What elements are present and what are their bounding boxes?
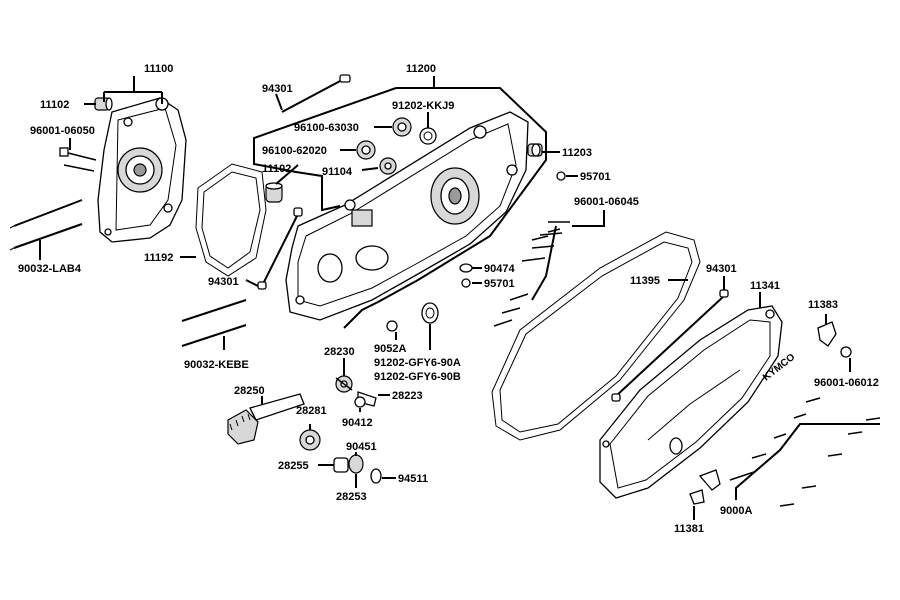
bearing-96100-62020 — [356, 140, 376, 160]
label-96001-06050: 96001-06050 — [30, 125, 95, 137]
leader-lines — [39, 76, 880, 520]
cover-bolts-9000a — [729, 397, 881, 507]
bushing-28255 — [333, 457, 349, 473]
circlip-94511 — [370, 468, 382, 484]
label-91104: 91104 — [322, 166, 353, 178]
label-96100-62020: 96100-62020 — [262, 145, 327, 157]
label-11203: 11203 — [562, 147, 592, 159]
label-90412: 90412 — [342, 417, 373, 429]
seal-28281 — [299, 429, 321, 451]
left-crankcase-half — [97, 97, 187, 243]
label-28255: 28255 — [278, 460, 309, 472]
label-94301-c: 94301 — [706, 263, 737, 275]
stud-bolts-90032-kebe — [181, 299, 247, 347]
oil-seal-91202-gfy6 — [421, 302, 439, 324]
dowel-pin-11102 — [94, 97, 113, 111]
label-28230: 28230 — [324, 346, 355, 358]
washer-90474 — [459, 263, 473, 273]
label-11383: 11383 — [808, 299, 838, 311]
bushing-11203 — [527, 143, 543, 157]
label-9000a: 9000A — [720, 505, 752, 517]
label-11381: 11381 — [674, 523, 704, 535]
label-11102-b: 11102 — [262, 163, 291, 175]
label-11395: 11395 — [630, 275, 660, 287]
bearing-91104 — [379, 157, 397, 175]
pin-94301-c — [611, 289, 729, 402]
label-11100: 11100 — [144, 63, 173, 75]
washer-90451 — [348, 454, 364, 474]
label-11102-a: 11102 — [40, 99, 69, 111]
label-96001-06045: 96001-06045 — [574, 196, 639, 208]
bolts-96001-06045 — [493, 221, 570, 327]
clip-11383 — [817, 321, 837, 347]
label-9052a: 9052A — [374, 343, 406, 355]
washer-90412 — [354, 396, 366, 408]
label-91202-gfy6-90a: 91202-GFY6-90A — [374, 357, 461, 369]
gasket-11192 — [195, 163, 267, 277]
bolt-95701-b — [461, 278, 471, 288]
label-28281: 28281 — [296, 405, 327, 417]
part-labels: 11100 11102 96001-06050 90032-LAB4 94301… — [18, 63, 879, 535]
label-94301-a: 94301 — [262, 83, 293, 95]
bearing-96100-63030 — [392, 117, 412, 137]
label-95701-b: 95701 — [484, 278, 515, 290]
label-28250: 28250 — [234, 385, 265, 397]
label-90451: 90451 — [346, 441, 377, 453]
dowel-11102-b — [265, 182, 283, 203]
label-94511: 94511 — [398, 473, 428, 485]
pin-94301-b — [257, 207, 303, 290]
bolt-96001-06012 — [840, 346, 852, 358]
clutch-cover-11341: KYMCO — [599, 305, 797, 499]
bracket-11381 — [689, 469, 721, 505]
label-95701-a: 95701 — [580, 171, 611, 183]
bolt-95701-a — [556, 171, 566, 181]
kick-shaft-28250 — [227, 393, 305, 445]
label-96100-63030: 96100-63030 — [294, 122, 359, 134]
label-11341: 11341 — [750, 280, 780, 292]
label-94301-b: 94301 — [208, 276, 239, 288]
label-28253: 28253 — [336, 491, 367, 503]
label-91202-kkj9: 91202-KKJ9 — [392, 100, 454, 112]
oil-seal-9052a — [386, 320, 398, 332]
pin-94301-a — [281, 74, 351, 113]
kick-gear-28230 — [335, 375, 353, 393]
stud-bolts-90032-lab4 — [9, 199, 83, 251]
right-crankcase-half — [285, 111, 529, 321]
label-90032-lab4: 90032-LAB4 — [18, 263, 82, 275]
label-90474: 90474 — [484, 263, 515, 275]
bolt-96001-06050 — [59, 147, 97, 172]
label-96001-06012: 96001-06012 — [814, 377, 879, 389]
label-11192: 11192 — [144, 252, 173, 264]
label-28223: 28223 — [392, 390, 423, 402]
label-91202-gfy6-90b: 91202-GFY6-90B — [374, 371, 461, 383]
label-90032-kebe: 90032-KEBE — [184, 359, 249, 371]
oil-seal-91202-kkj9 — [419, 127, 437, 145]
label-11200: 11200 — [406, 63, 436, 75]
